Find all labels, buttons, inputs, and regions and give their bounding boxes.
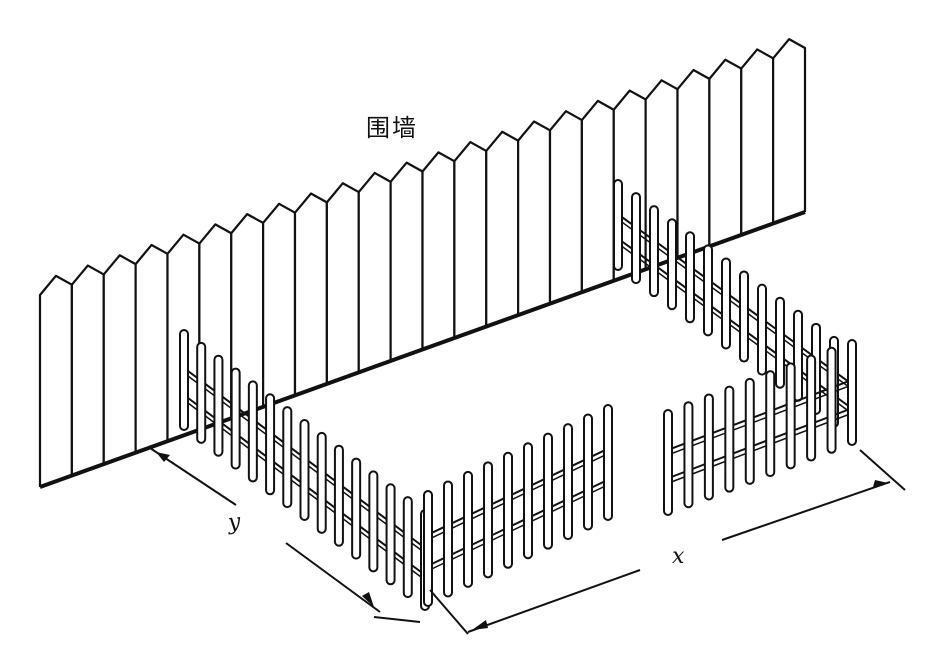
- left-fence-picket: [196, 341, 207, 444]
- dimension-lines: [149, 447, 906, 635]
- right-front-fence-picket: [806, 354, 817, 462]
- wall-picket: [134, 243, 169, 453]
- right-front-fence-picket: [826, 346, 837, 454]
- fence-rail: [427, 447, 609, 536]
- x-dimension-tick: [859, 449, 906, 491]
- left-fence-picket: [316, 431, 327, 534]
- y-dimension-tick: [373, 616, 421, 623]
- x-dimension-line: [467, 569, 641, 633]
- wall-picket: [421, 151, 456, 350]
- front-fence-picket: [443, 480, 453, 598]
- wall-picket: [262, 202, 297, 407]
- fence-rail: [667, 407, 853, 480]
- left-fence-picket: [333, 444, 344, 547]
- left-fence-picket: [402, 496, 413, 599]
- front-fence-picket: [503, 451, 513, 569]
- left-fence-picket: [299, 419, 310, 521]
- right-fence-picket: [685, 231, 695, 324]
- right-fence-picket: [667, 218, 677, 311]
- right-front-fence-picket: [744, 377, 755, 485]
- wall-picket: [740, 48, 775, 235]
- x-dimension-tick: [429, 589, 469, 635]
- front-fence-picket: [603, 404, 613, 521]
- wall-picket: [102, 254, 137, 465]
- fence-rail: [427, 453, 609, 541]
- x-dimension-label: x: [672, 544, 685, 569]
- left-fence-picket: [282, 406, 293, 509]
- fence-rail: [667, 412, 853, 484]
- right-fence-picket: [703, 244, 713, 337]
- wall-picket: [676, 68, 711, 258]
- y-arrow-head: [156, 452, 170, 462]
- front-fence-picket: [483, 461, 493, 579]
- wall-picket: [389, 161, 424, 361]
- right-front-fence-picket: [724, 385, 735, 493]
- left-fence-picket: [247, 380, 258, 483]
- right-fence-picket: [613, 179, 623, 271]
- left-fence-picket: [368, 470, 379, 573]
- wall-picket: [293, 192, 328, 396]
- fence-rail: [667, 384, 853, 456]
- right-front-fence-picket: [703, 393, 714, 501]
- right-fence-picket: [739, 270, 749, 363]
- fence-rail: [427, 478, 609, 567]
- y-arrow-head: [362, 592, 374, 607]
- wall-picket: [485, 130, 520, 327]
- back-wall: [38, 38, 807, 489]
- front-fence-picket: [523, 442, 533, 560]
- front-fence-picket: [563, 423, 573, 541]
- x-arrow-head: [472, 620, 488, 630]
- wall-picket: [708, 58, 743, 247]
- wall-picket: [38, 274, 73, 487]
- right-fence-picket: [757, 283, 767, 376]
- wall-picket: [548, 110, 583, 304]
- right-fence-picket: [631, 192, 641, 285]
- front-fence-picket: [463, 470, 473, 588]
- wall-label: 围墙: [366, 114, 418, 142]
- wall-picket: [453, 140, 488, 339]
- fence-rail: [667, 378, 853, 451]
- right-front-fence-picket: [847, 339, 857, 446]
- y-dimension-label: y: [226, 509, 242, 536]
- wall-picket: [70, 264, 105, 476]
- fence-rail: [427, 484, 609, 572]
- left-fence-picket: [179, 329, 189, 431]
- x-arrow-head: [873, 480, 888, 487]
- front-fence-picket: [423, 490, 433, 607]
- front-fence-picket: [583, 413, 593, 531]
- right-fence-picket: [721, 257, 731, 350]
- right-fence-picket: [775, 296, 785, 389]
- y-dimension-line: [285, 542, 381, 613]
- wall-picket: [325, 182, 360, 384]
- right-front-fence-picket: [663, 409, 673, 516]
- front-fence-picket: [543, 432, 553, 550]
- wall-picket: [517, 120, 552, 316]
- wall-picket: [580, 99, 615, 293]
- wall-picket: [357, 171, 392, 373]
- left-fence: [179, 329, 430, 611]
- x-dimension-line: [721, 481, 891, 541]
- right-front-fence-picket: [683, 401, 694, 509]
- right-fence-picket: [649, 205, 659, 298]
- right-front-fence-picket: [785, 362, 796, 470]
- left-fence-picket: [265, 393, 276, 496]
- left-fence-picket: [213, 354, 224, 457]
- left-fence-picket: [385, 483, 396, 586]
- left-fence-picket: [351, 457, 362, 560]
- wall-picket: [772, 38, 807, 224]
- right-front-fence-picket: [765, 370, 776, 478]
- right-fence: [613, 179, 857, 516]
- left-fence-picket: [230, 367, 241, 470]
- front-fence: [423, 404, 613, 607]
